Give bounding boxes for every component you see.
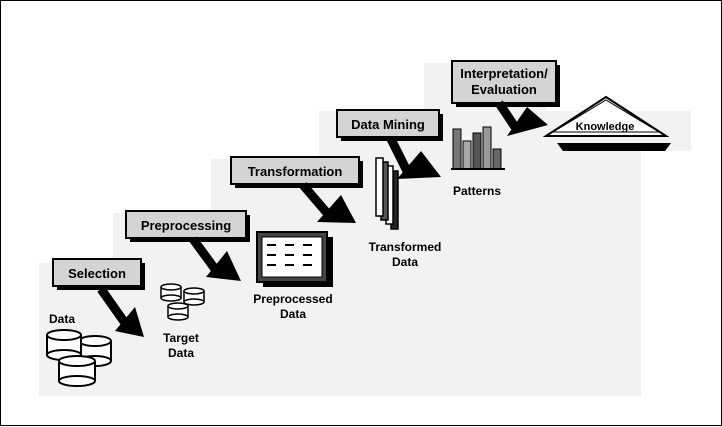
arrow-icon (386, 136, 441, 179)
cylinder-icon (160, 283, 182, 302)
target-data-label-line1: Target (163, 331, 199, 345)
step-interpretation-evaluation: Interpretation/ Evaluation (451, 60, 560, 107)
bar-chart-icon (451, 126, 505, 170)
step-transformation-label: Transformation (248, 164, 343, 179)
step-evaluation-label: Evaluation (471, 82, 537, 97)
data-label: Data (49, 312, 75, 326)
transformed-data-label-line1: Transformed (369, 240, 442, 254)
preprocessed-data-label-line2: Data (280, 307, 306, 321)
arrow-icon (97, 286, 144, 337)
data-cylinders (46, 329, 112, 387)
preprocessed-data-label-line1: Preprocessed (253, 292, 332, 306)
step-data-mining-label: Data Mining (351, 117, 425, 132)
arrow-icon (189, 236, 241, 281)
stacked-sheets-icon (375, 157, 399, 230)
cylinder-icon (183, 287, 205, 306)
knowledge-label: Knowledge (576, 121, 635, 133)
step-selection: Selection (52, 258, 145, 290)
staircase-shadow (39, 63, 691, 396)
transformed-data-label-line2: Data (392, 255, 418, 269)
target-data-label-line2: Data (168, 346, 194, 360)
screen-icon (256, 231, 333, 287)
step-preprocessing: Preprocessing (125, 210, 250, 242)
arrow-icon (299, 182, 356, 223)
step-preprocessing-label: Preprocessing (141, 218, 231, 233)
arrow-icon (495, 100, 548, 136)
step-transformation: Transformation (230, 156, 363, 188)
target-data-cylinders (160, 283, 205, 321)
cylinder-icon (167, 302, 189, 321)
step-selection-label: Selection (68, 266, 126, 281)
step-data-mining: Data Mining (336, 109, 443, 141)
step-interpretation-label: Interpretation/ (460, 66, 548, 81)
pyramid-icon (542, 95, 671, 151)
patterns-label: Patterns (453, 184, 501, 198)
cylinder-icon (58, 355, 96, 387)
